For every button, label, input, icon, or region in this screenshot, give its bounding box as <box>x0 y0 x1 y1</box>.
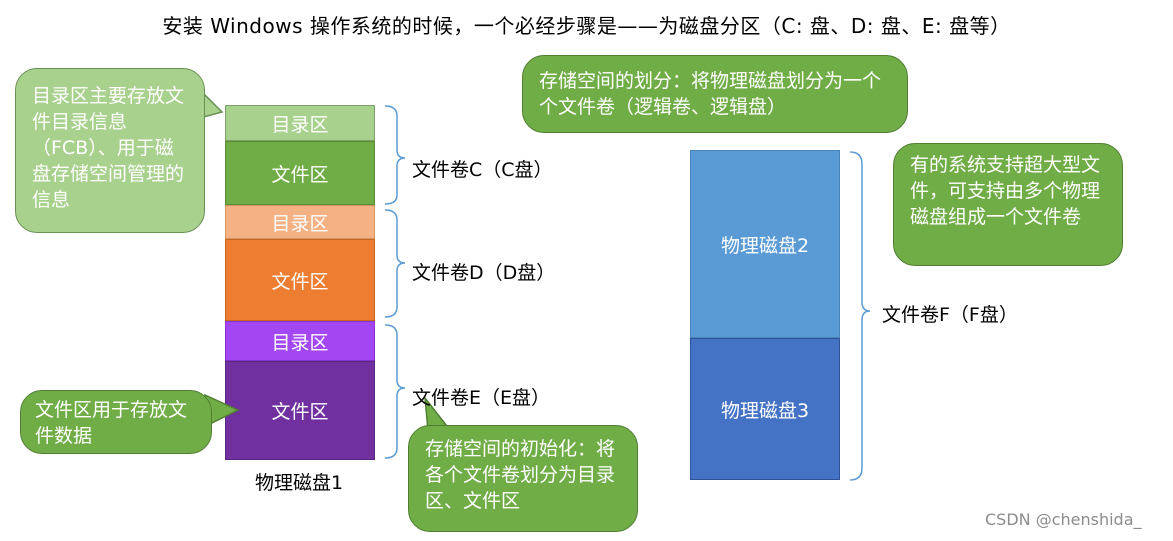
physical-disk-3: 物理磁盘3 <box>690 338 840 480</box>
disk1-e-directory-area: 目录区 <box>225 321 375 361</box>
disk2-label: 物理磁盘2 <box>720 234 810 257</box>
disk3-label: 物理磁盘3 <box>720 399 810 422</box>
volume-c-label: 文件卷C（C盘） <box>412 159 553 181</box>
disk1-label: 物理磁盘1 <box>255 472 344 494</box>
directory-area-callout: 目录区主要存放文件目录信息（FCB）、用于磁盘存储空间管理的信息 <box>15 68 205 233</box>
volume-e-label: 文件卷E（E盘） <box>412 387 551 409</box>
segment-label: 文件区 <box>271 163 329 186</box>
volume-d-label: 文件卷D（D盘） <box>412 262 556 284</box>
segment-label: 目录区 <box>271 113 329 136</box>
volume-f-label: 文件卷F（F盘） <box>882 304 1018 326</box>
file-area-callout: 文件区用于存放文件数据 <box>20 390 212 454</box>
disk1-d-directory-area: 目录区 <box>225 205 375 239</box>
disk1-c-directory-area: 目录区 <box>225 105 375 141</box>
initialization-callout: 存储空间的初始化：将各个文件卷划分为目录区、文件区 <box>408 425 638 532</box>
segment-label: 文件区 <box>271 270 329 293</box>
page-title: 安装 Windows 操作系统的时候，一个必经步骤是——为磁盘分区（C: 盘、D… <box>162 14 1011 38</box>
disk1-d-file-area: 文件区 <box>225 239 375 321</box>
segment-label: 目录区 <box>271 212 329 235</box>
brace-c <box>384 105 406 205</box>
segment-label: 文件区 <box>271 401 329 423</box>
big-file-callout: 有的系统支持超大型文件，可支持由多个物理磁盘组成一个文件卷 <box>893 143 1123 266</box>
physical-disk-1: 目录区 文件区 目录区 文件区 目录区 文件区 <box>225 105 375 460</box>
segment-label: 目录区 <box>271 331 329 354</box>
disk1-e-file-area: 文件区 <box>225 361 375 460</box>
partition-callout: 存储空间的划分：将物理磁盘划分为一个个文件卷（逻辑卷、逻辑盘） <box>522 55 908 133</box>
disk1-c-file-area: 文件区 <box>225 141 375 205</box>
physical-disk-2: 物理磁盘2 <box>690 150 840 338</box>
brace-f <box>849 151 871 481</box>
brace-e <box>384 324 406 459</box>
watermark: CSDN @chenshida_ <box>985 510 1142 529</box>
brace-d <box>384 209 406 318</box>
